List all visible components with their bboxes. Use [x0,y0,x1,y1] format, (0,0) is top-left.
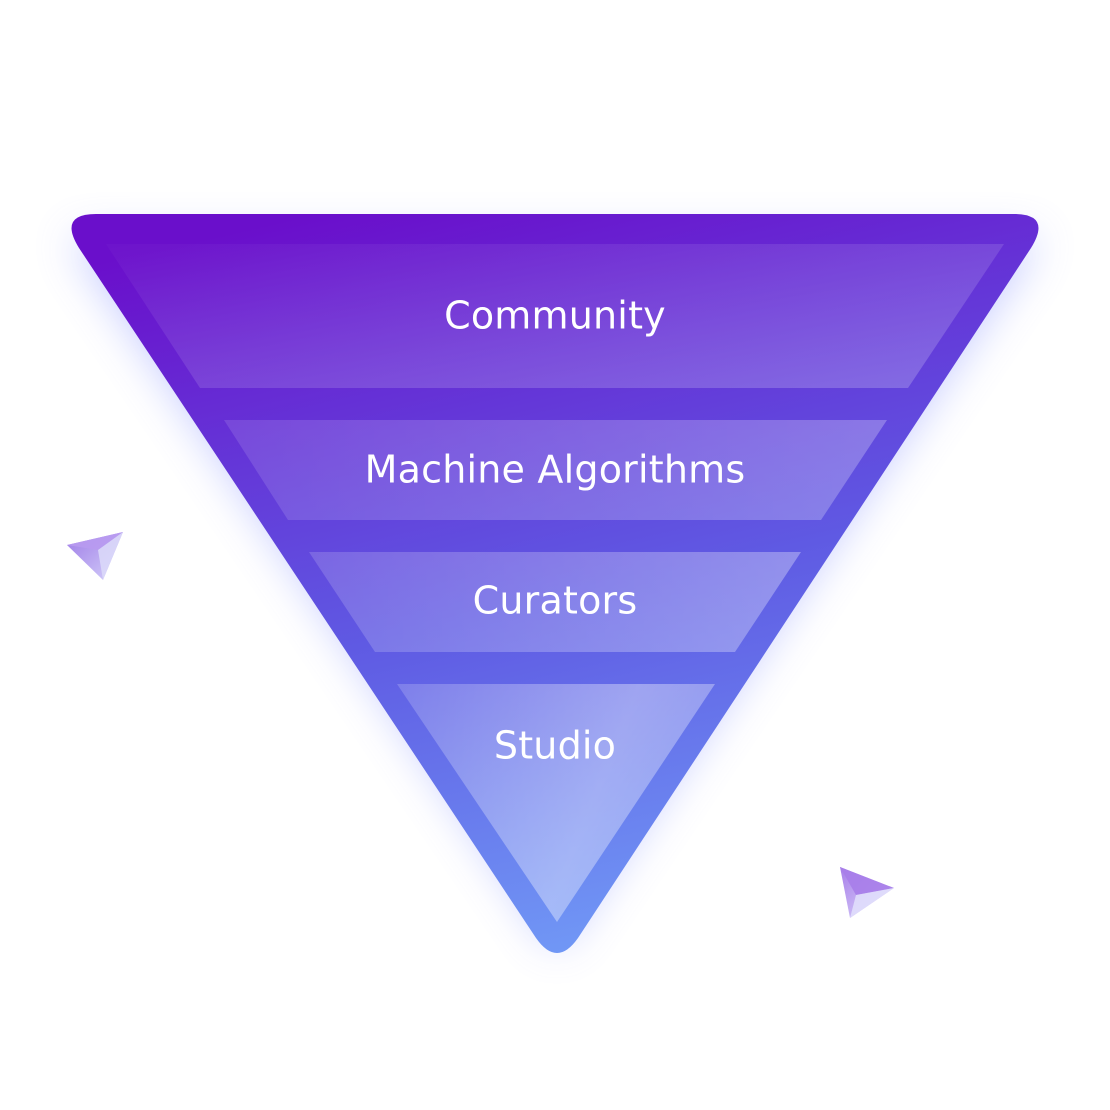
tier-studio [397,684,715,922]
tier-community [106,244,1004,388]
paper-plane-icon [67,532,123,580]
tier-label-curators: Curators [473,579,638,623]
tier-label-machine-algorithms: Machine Algorithms [365,448,746,492]
tier-machine-algorithms [224,420,887,520]
tier-curators [309,552,801,652]
tier-label-studio: Studio [494,724,616,768]
tier-label-community: Community [444,294,666,338]
paper-plane-icon [840,867,894,918]
